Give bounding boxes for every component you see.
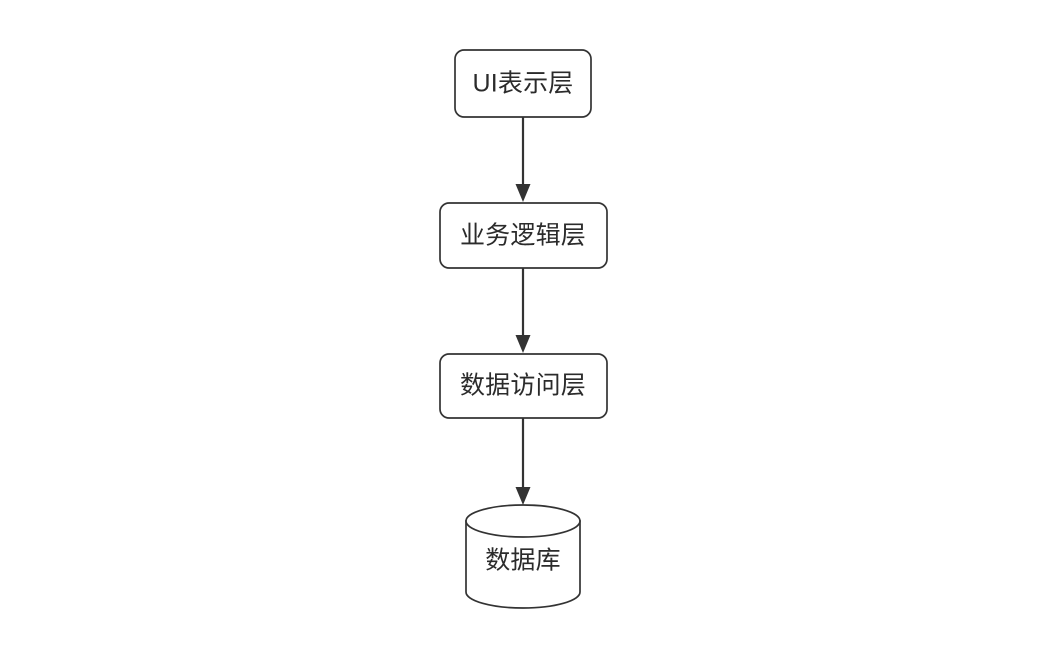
node-database-cylinder-body[interactable]	[465, 520, 581, 609]
node-database-label: 数据库	[485, 547, 561, 575]
node-database-cylinder-top[interactable]	[465, 504, 581, 538]
node-ui-presentation-layer[interactable]: UI表示层	[454, 49, 592, 118]
node-database[interactable]: 数据库	[465, 504, 581, 609]
node-data-access-layer-shape[interactable]	[439, 353, 608, 419]
arrowhead-ui-business	[515, 184, 531, 202]
edge-ui-to-business	[515, 117, 531, 202]
arrowhead-business-data-access	[515, 335, 531, 353]
node-business-logic-layer[interactable]: 业务逻辑层	[439, 202, 608, 269]
node-data-access-layer[interactable]: 数据访问层	[439, 353, 608, 419]
edge-business-to-data-access	[515, 268, 531, 353]
node-data-access-layer-label: 数据访问层	[460, 372, 586, 400]
node-ui-presentation-layer-label: UI表示层	[472, 70, 573, 98]
edge-data-access-to-database	[515, 418, 531, 505]
node-business-logic-layer-shape[interactable]	[439, 202, 608, 269]
arrowhead-data-access-database	[515, 487, 531, 505]
node-ui-presentation-layer-shape[interactable]	[454, 49, 592, 118]
node-business-logic-layer-label: 业务逻辑层	[460, 222, 586, 250]
